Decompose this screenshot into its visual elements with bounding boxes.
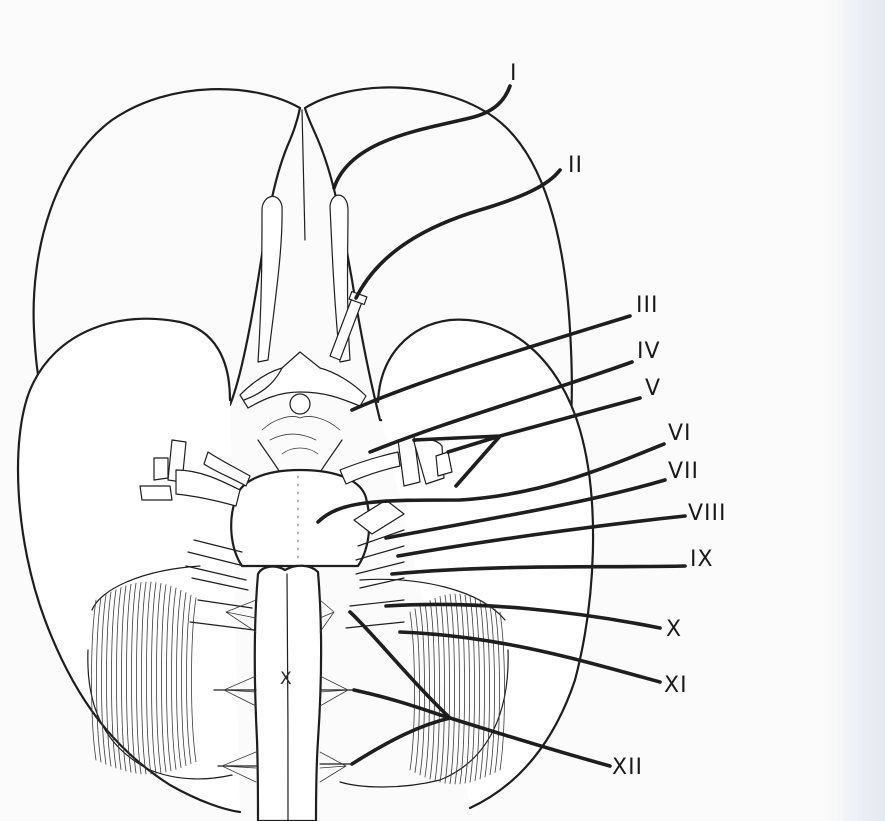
mamillary-region [262,417,340,455]
medulla-mark: X [280,669,292,689]
pituitary-stalk [290,394,310,414]
label-X: X [666,617,682,642]
label-VI: VI [668,421,692,446]
cerebellar-folium [425,603,430,777]
label-IX: IX [690,547,714,572]
label-III: III [636,293,658,318]
label-XI: XI [664,673,688,698]
right-temporal-lobe [378,320,593,808]
left-olfactory-tract [258,196,282,362]
left-temporal-lobe [18,319,240,812]
label-V: V [645,376,661,401]
longitudinal-fissure [302,110,305,240]
pons [231,470,369,566]
label-VIII: VIII [688,501,727,526]
leader-I [334,86,510,188]
label-IV: IV [637,339,661,364]
label-II: II [568,153,583,178]
label-XII: XII [612,755,643,780]
leader-II [356,170,560,298]
label-VII: VII [668,459,699,484]
label-I: I [510,61,518,86]
cerebellar-folium [410,612,415,770]
